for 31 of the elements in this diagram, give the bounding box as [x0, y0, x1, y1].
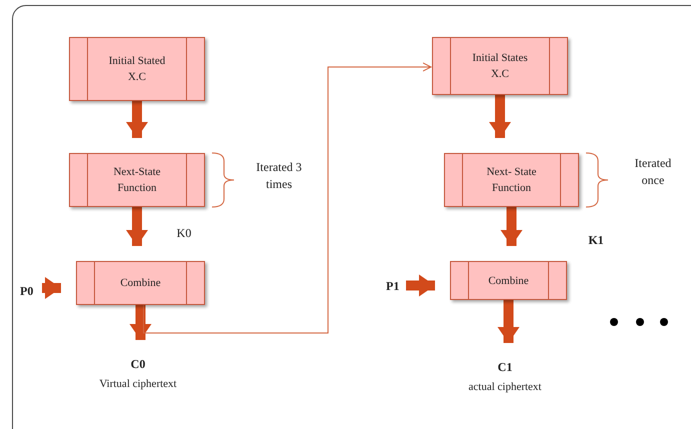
box-label: Combine	[120, 276, 161, 291]
process-box	[432, 37, 568, 95]
box-label: Next- State Function	[486, 165, 538, 196]
arrow	[406, 274, 435, 296]
process-box	[444, 153, 579, 207]
arrow	[126, 101, 148, 138]
output-caption: Virtual ciphertext	[99, 377, 177, 392]
process-box	[69, 37, 205, 101]
output-label: C0	[130, 356, 146, 373]
output-label: C1	[498, 359, 512, 376]
box-label: Combine	[488, 274, 529, 288]
note-label: Iterated 3 times	[255, 159, 303, 193]
box-label: Initial States X.C	[471, 51, 529, 82]
note-label: K0	[176, 225, 192, 242]
input-label: P1	[386, 277, 406, 295]
arrow	[42, 277, 61, 299]
note-label: K1	[587, 232, 605, 249]
note-label: Iterated once	[634, 155, 672, 189]
arrow	[489, 95, 511, 138]
process-box	[76, 261, 205, 305]
output-caption: actual ciphertext	[468, 380, 542, 395]
arrow	[498, 300, 520, 343]
input-label: P0	[20, 282, 42, 300]
box-label: Next-State Function	[112, 165, 162, 196]
process-box	[450, 261, 567, 300]
arrow	[130, 305, 152, 340]
process-box	[69, 153, 205, 207]
box-label: Initial Stated X.C	[108, 54, 166, 85]
arrow	[126, 207, 148, 246]
arrow	[143, 62, 432, 334]
arrow	[500, 207, 522, 246]
